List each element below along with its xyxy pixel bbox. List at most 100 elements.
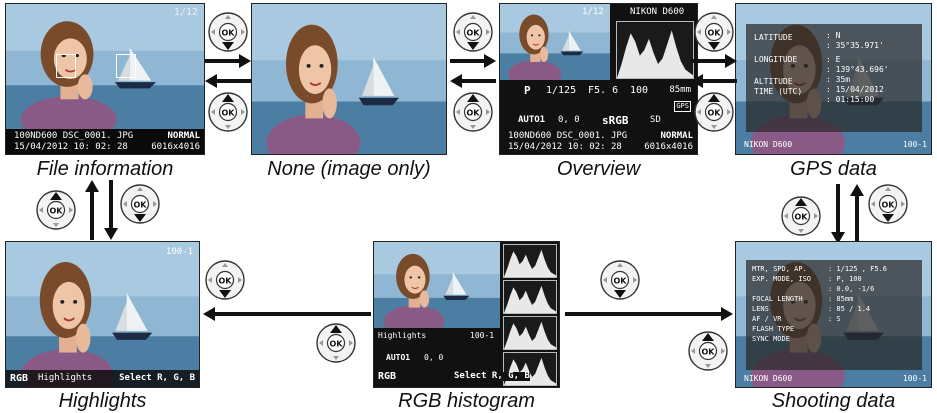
metering-label: MTR, SPD, AP. xyxy=(752,265,807,273)
frame-counter: 1/12 xyxy=(173,7,198,18)
multi-selector-down-icon xyxy=(208,12,248,52)
latitude-direction: : N xyxy=(826,31,841,40)
screen-gps-data: LATITUDE : N : 35°35.971' LONGITUDE : E … xyxy=(735,3,932,155)
image-quality: NORMAL xyxy=(660,131,693,141)
photo-image xyxy=(6,242,199,387)
longitude-label: LONGITUDE xyxy=(754,55,798,64)
caption-gps-data: GPS data xyxy=(790,158,877,180)
gps-badge: GPS xyxy=(674,101,691,112)
arrow-left-icon xyxy=(691,74,737,88)
focal-length-value: : 85mm xyxy=(828,295,854,303)
date-time: 15/04/2012 10: 02: 28 xyxy=(14,142,128,152)
altitude-value: : 35m xyxy=(826,75,851,84)
time-value: : 01:15:00 xyxy=(826,95,875,104)
folder-number: 100-1 xyxy=(902,140,927,149)
focus-point-left xyxy=(56,54,76,78)
flash-type-label: FLASH TYPE xyxy=(752,325,795,333)
latitude-value: : 35°35.971' xyxy=(826,41,884,50)
lens-label: LENS xyxy=(752,305,769,313)
arrow-left-icon xyxy=(450,74,496,88)
arrow-left-icon xyxy=(205,74,251,88)
multi-selector-down-icon xyxy=(205,260,245,300)
screen-file-information: 1/12 100ND600 DSC_0001. JPG NORMAL 15/04… xyxy=(5,3,205,155)
focal-length: 85mm xyxy=(669,85,691,95)
luminance-histogram xyxy=(616,21,694,79)
wb-adjustment: 0, 0 xyxy=(424,353,444,362)
camera-name: NIKON D600 xyxy=(744,374,793,383)
shutter-speed: 1/125 xyxy=(546,85,577,96)
focal-length-label: FOCAL LENGTH xyxy=(752,295,803,303)
select-channel-hint: Select R, G, B xyxy=(454,371,530,381)
arrow-right-icon xyxy=(691,54,737,68)
lens-value: : 85 / 1.4 xyxy=(828,305,871,313)
image-size: 6016x4016 xyxy=(644,142,693,152)
arrow-right-icon xyxy=(450,54,496,68)
screen-shooting-data: MTR, SPD, AP. : 1/125 , F5.6 EXP. MODE, … xyxy=(735,241,932,388)
caption-highlights: Highlights xyxy=(58,390,147,412)
multi-selector-up-icon xyxy=(688,331,728,371)
frame-counter: 1/12 xyxy=(582,7,604,17)
channel-label: RGB xyxy=(378,371,397,382)
caption-overview: Overview xyxy=(556,158,641,180)
focus-point-right xyxy=(116,54,136,78)
caption-file-information: File information xyxy=(36,158,174,180)
latitude-label: LATITUDE xyxy=(754,33,793,42)
image-size: 6016x4016 xyxy=(151,142,200,152)
multi-selector-down-icon xyxy=(120,184,160,224)
folder-file-name: 100ND600 DSC_0001. JPG xyxy=(508,131,628,141)
multi-selector-up-icon xyxy=(208,92,248,132)
date-value: : 15/04/2012 xyxy=(826,85,884,94)
multi-selector-up-icon xyxy=(453,92,493,132)
exposure-iso-value: : P, 100 xyxy=(828,275,862,283)
shooting-info-panel xyxy=(746,260,922,370)
caption-shooting-data: Shooting data xyxy=(771,390,896,412)
picture-control: SD xyxy=(650,115,661,125)
arrow-down-icon xyxy=(104,180,118,240)
multi-selector-up-icon xyxy=(694,92,734,132)
status-bar xyxy=(6,370,199,387)
screen-rgb-histogram: Highlights 100-1 AUTO1 0, 0 RGB Select R… xyxy=(373,241,560,388)
photo-image xyxy=(252,4,446,154)
gps-info-panel xyxy=(746,24,922,132)
arrow-right-icon xyxy=(565,307,733,321)
camera-name: NIKON D600 xyxy=(630,7,685,17)
channel-label: RGB xyxy=(10,373,29,384)
sync-mode-label: SYNC MODE xyxy=(752,335,790,343)
highlights-label: Highlights xyxy=(378,331,427,340)
exposure-mode: P xyxy=(524,84,531,97)
caption-image-only: None (image only) xyxy=(267,158,431,180)
histogram-red xyxy=(503,280,557,314)
image-quality: NORMAL xyxy=(167,131,200,141)
caption-rgb-histogram: RGB histogram xyxy=(398,390,535,412)
exposure-comp-value: : 0.0, -1/6 xyxy=(828,285,875,293)
folder-number: 100-1 xyxy=(165,247,193,257)
folder-file-name: 100ND600 DSC_0001. JPG xyxy=(14,131,134,141)
highlights-label: Highlights xyxy=(38,373,93,383)
folder-number: 100-1 xyxy=(470,331,495,340)
histogram-luminance xyxy=(503,244,557,278)
aperture: F5. 6 xyxy=(588,85,619,96)
folder-number: 100-1 xyxy=(902,374,927,383)
multi-selector-up-icon xyxy=(316,323,356,363)
multi-selector-down-icon xyxy=(600,260,640,300)
date-time: 15/04/2012 10: 02: 28 xyxy=(508,142,622,152)
arrow-right-icon xyxy=(205,54,251,68)
camera-name: NIKON D600 xyxy=(744,140,793,149)
multi-selector-down-icon xyxy=(694,12,734,52)
iso-sensitivity: 100 xyxy=(630,85,649,96)
af-vr-value: : S xyxy=(828,315,841,323)
select-channel-hint: Select R, G, B xyxy=(119,373,195,383)
wb-adjustment: 0, 0 xyxy=(558,115,580,125)
screen-overview: 1/12 NIKON D600 P 1/125 F5. 6 100 85mm G… xyxy=(499,3,698,155)
arrow-up-icon xyxy=(85,180,99,240)
arrow-left-icon xyxy=(203,307,371,321)
white-balance: AUTO1 xyxy=(386,353,411,362)
time-utc-label: TIME (UTC) xyxy=(754,87,803,96)
altitude-label: ALTITUDE xyxy=(754,77,793,86)
color-space: sRGB xyxy=(602,114,629,127)
multi-selector-up-icon xyxy=(36,190,76,230)
multi-selector-down-icon xyxy=(868,184,908,224)
photo-thumbnail xyxy=(374,242,500,328)
arrow-up-icon xyxy=(850,184,864,244)
screen-image-only xyxy=(251,3,447,155)
